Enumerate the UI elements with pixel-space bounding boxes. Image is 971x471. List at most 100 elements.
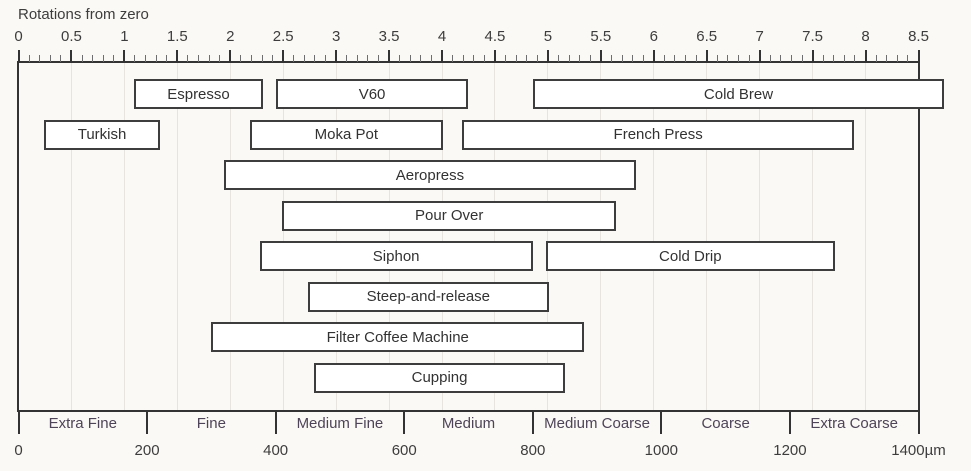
gridline — [600, 63, 602, 410]
top-axis-minor-tick — [420, 55, 422, 62]
bar-label: Espresso — [167, 85, 230, 103]
bar-label: French Press — [613, 126, 703, 143]
top-axis-minor-tick — [727, 55, 729, 62]
top-axis-minor-tick — [240, 55, 242, 62]
gridline — [441, 63, 443, 410]
top-axis-minor-tick — [356, 55, 358, 62]
top-axis-minor-tick — [748, 55, 750, 62]
category-label-extra-coarse: Extra Coarse — [810, 415, 898, 432]
bar-cold-drip: Cold Drip — [545, 241, 835, 271]
top-tick-label: 7.5 — [802, 28, 824, 45]
top-axis-major-tick — [546, 50, 549, 62]
bar-moka-pot: Moka Pot — [249, 119, 443, 150]
gridline — [335, 63, 337, 410]
top-tick-label: 6.5 — [696, 28, 718, 45]
top-axis-minor-tick — [378, 55, 379, 62]
top-axis-minor-tick — [505, 55, 507, 62]
top-axis-minor-tick — [568, 55, 570, 62]
gridline — [70, 63, 72, 410]
top-axis-minor-tick — [526, 55, 528, 62]
top-axis-minor-tick — [28, 55, 30, 62]
top-axis-minor-tick — [208, 55, 210, 62]
bar-french-press: French Press — [462, 119, 855, 150]
top-axis-major-tick — [599, 50, 602, 62]
top-axis-major-tick — [811, 50, 814, 62]
top-axis-minor-tick — [738, 55, 739, 62]
bar-cold-brew: Cold Brew — [532, 79, 945, 109]
bottom-tick-label: 1000 — [644, 442, 679, 459]
top-axis-major-tick — [282, 50, 285, 62]
bottom-category-divider — [660, 410, 663, 434]
bottom-category-divider — [146, 410, 149, 434]
plot-right-border — [918, 62, 920, 411]
top-axis-minor-tick — [409, 55, 411, 62]
gridline — [547, 63, 549, 410]
category-label-medium-coarse: Medium Coarse — [544, 415, 650, 432]
top-axis-major-tick — [652, 50, 655, 62]
bar-label: Aeropress — [395, 166, 465, 184]
top-axis-minor-tick — [81, 55, 83, 62]
gridline — [812, 63, 814, 410]
top-axis-major-tick — [335, 50, 338, 62]
bottom-category-divider — [788, 410, 791, 434]
bottom-category-divider — [403, 410, 406, 434]
top-axis-minor-tick — [674, 55, 676, 62]
top-axis-minor-tick — [716, 55, 718, 62]
top-axis-major-tick — [229, 50, 232, 62]
bar-label: Cold Drip — [659, 247, 722, 265]
bar-label: Cold Brew — [703, 85, 774, 103]
gridline — [865, 63, 867, 410]
gridline — [229, 63, 231, 410]
category-label-extra-fine: Extra Fine — [48, 415, 117, 432]
top-axis-minor-tick — [452, 55, 454, 62]
top-axis-major-tick — [493, 50, 496, 62]
top-axis-minor-tick — [790, 55, 792, 62]
top-tick-label: 1 — [120, 28, 129, 45]
bottom-tick-label: 1400µm — [891, 442, 946, 459]
top-axis-minor-tick — [473, 55, 475, 62]
top-tick-label: 4 — [437, 28, 447, 45]
top-axis-major-tick — [70, 50, 73, 62]
top-tick-label: 2 — [226, 28, 235, 45]
top-tick-label: 4.5 — [484, 28, 506, 45]
top-axis-minor-tick — [49, 55, 51, 62]
top-axis-minor-tick — [272, 55, 274, 62]
bar-label: Moka Pot — [314, 126, 379, 143]
top-axis-major-tick — [705, 50, 708, 62]
gridline — [653, 63, 655, 410]
category-label-medium-fine: Medium Fine — [296, 415, 384, 432]
bar-steep-and-release: Steep-and-release — [307, 281, 549, 312]
bar-turkish: Turkish — [44, 119, 160, 150]
bar-label: Cupping — [411, 369, 468, 386]
top-axis-minor-tick — [462, 55, 464, 62]
top-axis-minor-tick — [695, 55, 697, 62]
gridline — [388, 63, 390, 410]
top-axis-minor-tick — [60, 55, 62, 62]
top-axis-minor-tick — [558, 55, 559, 62]
bottom-tick-label: 200 — [134, 442, 160, 459]
top-axis-minor-tick — [155, 55, 157, 62]
top-tick-label: 1.5 — [166, 28, 188, 45]
bottom-category-divider — [531, 410, 534, 434]
top-axis-minor-tick — [854, 55, 856, 62]
top-axis-minor-tick — [685, 55, 687, 62]
category-label-medium: Medium — [441, 415, 496, 432]
top-axis-minor-tick — [663, 55, 665, 62]
top-tick-label: 5 — [543, 28, 553, 45]
top-axis-title: Rotations from zero — [18, 6, 149, 23]
plot-left-border — [17, 62, 19, 411]
top-axis-minor-tick — [399, 55, 401, 62]
bar-cupping: Cupping — [314, 362, 565, 393]
top-axis-minor-tick — [314, 55, 316, 62]
top-tick-label: 7 — [755, 28, 764, 45]
top-axis-minor-tick — [346, 55, 348, 62]
top-axis-major-tick — [864, 50, 867, 62]
top-axis-line — [17, 61, 920, 63]
bar-pour-over: Pour Over — [282, 200, 617, 231]
top-axis-minor-tick — [198, 55, 199, 62]
bar-label: Pour Over — [415, 207, 484, 224]
bottom-tick-label: 1200 — [773, 442, 807, 459]
top-axis-minor-tick — [430, 55, 432, 62]
top-axis-minor-tick — [632, 55, 634, 62]
